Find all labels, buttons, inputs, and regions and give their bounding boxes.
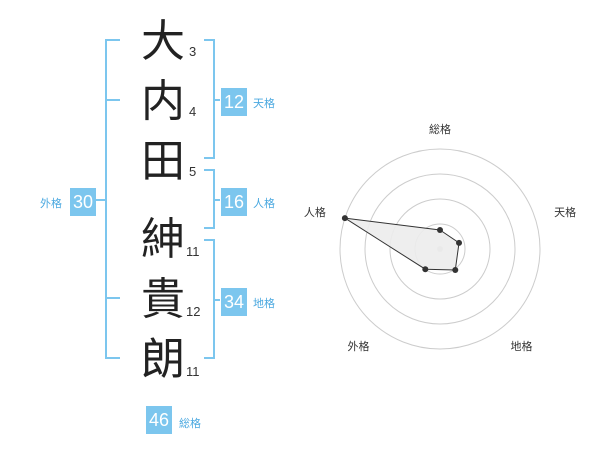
name-char-4: 紳 xyxy=(141,214,185,265)
name-char-6: 朗 xyxy=(141,334,185,385)
radar-point-5 xyxy=(341,215,348,222)
stroke-count-4: 11 xyxy=(186,244,200,259)
radar-grid-ring-4 xyxy=(339,148,541,350)
radar-axis-label-5: 人格 xyxy=(304,205,326,219)
radar-grid-ring-3 xyxy=(364,173,516,325)
stroke-count-5: 12 xyxy=(186,304,201,319)
radar-point-4 xyxy=(422,266,429,273)
stroke-count-6: 11 xyxy=(186,364,200,379)
gaikaku-label: 外格 xyxy=(40,197,62,210)
soukaku-label: 総格 xyxy=(179,417,201,430)
radar-axis-label-3: 地格 xyxy=(511,339,533,353)
jinkaku-value: 16 xyxy=(221,188,248,216)
stroke-count-1: 3 xyxy=(189,44,197,59)
tenkaku-label: 天格 xyxy=(253,97,275,110)
radar-polygon xyxy=(344,217,460,271)
radar-point-2 xyxy=(456,239,463,246)
radar-point-3 xyxy=(452,267,459,274)
stroke-count-2: 4 xyxy=(189,104,197,119)
radar-axis-label-2: 天格 xyxy=(554,205,576,219)
name-char-3: 田 xyxy=(141,136,185,187)
radar-grid-ring-2 xyxy=(389,198,491,300)
gaikaku-value: 30 xyxy=(70,188,97,216)
radar-axis-label-1: 総格 xyxy=(429,122,451,136)
radar-point-1 xyxy=(437,227,443,233)
name-char-1: 大 xyxy=(141,16,185,67)
chikaku-value: 34 xyxy=(221,288,248,316)
radar-axis-label-4: 外格 xyxy=(347,339,369,353)
soukaku-value: 46 xyxy=(146,406,173,434)
jinkaku-label: 人格 xyxy=(253,197,275,210)
chikaku-label: 地格 xyxy=(253,297,275,310)
tenkaku-value: 12 xyxy=(221,88,248,116)
name-char-2: 内 xyxy=(141,76,185,127)
stroke-count-3: 5 xyxy=(189,164,197,179)
name-char-5: 貴 xyxy=(141,274,185,325)
